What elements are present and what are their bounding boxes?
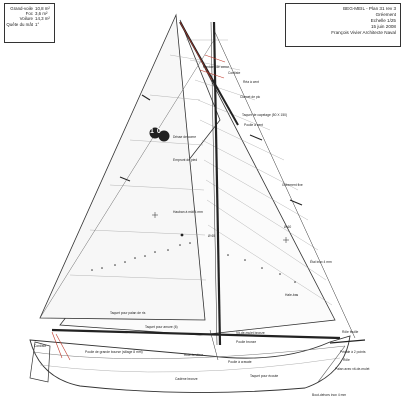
sail-insignia-ring-2 [158,130,170,142]
label-throat-halyard: Drisse de corne [173,135,197,139]
label-boom-tip: Bout-dehors inox 4 mm [312,393,347,397]
label-pulley-tops: Poulie à cent [244,123,264,127]
spec-value: 10,8 m² [35,6,50,11]
specification-box: Grand-voile 10,8 m² Foc 3,6 m² Voilure 1… [4,3,55,43]
jib [39,13,206,321]
mainsheet [209,329,219,361]
spec-label: Voilure [19,16,33,22]
label-boom-dimension: Ø 60 [284,225,292,229]
label-mast-step-cleat: Vit-de-mulet bronze [236,331,265,335]
label-sheets-block: Poulie à cravate [228,360,252,364]
forestay [213,29,356,339]
label-mast-dimension: Ø 65 [208,234,216,238]
label-forestay-rope: Hale-bas [285,293,299,297]
label-bobstay-fitting: Pédale à 2 points [340,350,366,354]
label-peak-halyard: Pantoire de corne [203,65,230,69]
spec-value: 1° [35,21,40,27]
spec-label: Grand-voile [10,6,33,11]
reef-points [91,242,296,283]
mast [212,21,222,346]
spec-row-sail-area: Voilure 14,3 m² [6,16,52,21]
spec-value: 14,3 m² [35,16,50,22]
label-tack-cleat: Taquet pour amure (6) [145,325,178,329]
label-thwart-block: Poulie bronze [236,340,257,344]
spec-row-mast-rake: Quête du mât 1° [6,22,52,27]
label-sheet-block: Ride-tendeur [184,353,204,357]
label-boom-guy: Poulie de grande bourse (sillage 8 mm) [85,350,143,354]
label-sheet-fitting: Rôle feuille [342,330,359,334]
label-halyard-traveller: Hauban à mât 4 mm [173,210,203,214]
sail-seams [69,39,333,306]
label-peak-block: Cordiste [228,71,241,75]
label-centreboard: Cadène bronze [175,377,198,381]
hull [29,335,351,393]
bowsprit [329,339,366,344]
label-jib-halyard-fairlead: Taquet de capelage (50 X 150) [242,113,288,117]
plan-date: 15 juin 2008 [370,24,396,29]
spec-row-jib: Foc 3,6 m² [6,11,52,16]
label-standing-backstay: Gréement fixe [282,183,303,187]
centre-of-effort-marks [152,212,289,243]
label-mast-cleat: Clamet de pic [240,95,261,99]
sail-insignia-ring-1 [149,127,161,139]
spec-value: 3,6 m² [35,11,48,17]
spec-row-mainsail: Grand-voile 10,8 m² [6,6,52,11]
plan-author: François Vivier Architecte Naval [331,30,396,35]
label-rudder-block: Palan avec vit-de-mulet [335,367,370,371]
spec-label: Quête du mât [6,21,33,27]
plan-title: BEG-MEIL - Plan 31 rev 3 [343,6,396,11]
label-bow-fitting: Rôle [343,358,350,362]
label-jib-halyard-block: Réa à cent [243,80,259,84]
battens [119,94,303,206]
peak-halyard [51,21,226,361]
label-goose-jaws: Emprunt de pied [173,158,198,162]
plan-scale: Echelle 1/25 [370,18,396,23]
spec-label: Foc [25,11,33,17]
label-jib-tack-pulley: Taquet pour palan de ris [110,311,146,315]
plan-subject: Gréement [375,12,396,17]
shroud [39,39,215,319]
label-sheet-cleat: Taquet pour écoute [250,374,279,378]
label-mainsheet-cleat: Cordiste [34,344,47,348]
sail-insignia: 10 [150,128,164,135]
rudder [29,341,51,383]
title-block: BEG-MEIL - Plan 31 rev 3 Gréement Echell… [285,3,401,47]
label-forestay: Étai inox 4 mm [310,260,332,264]
boom [51,328,341,340]
